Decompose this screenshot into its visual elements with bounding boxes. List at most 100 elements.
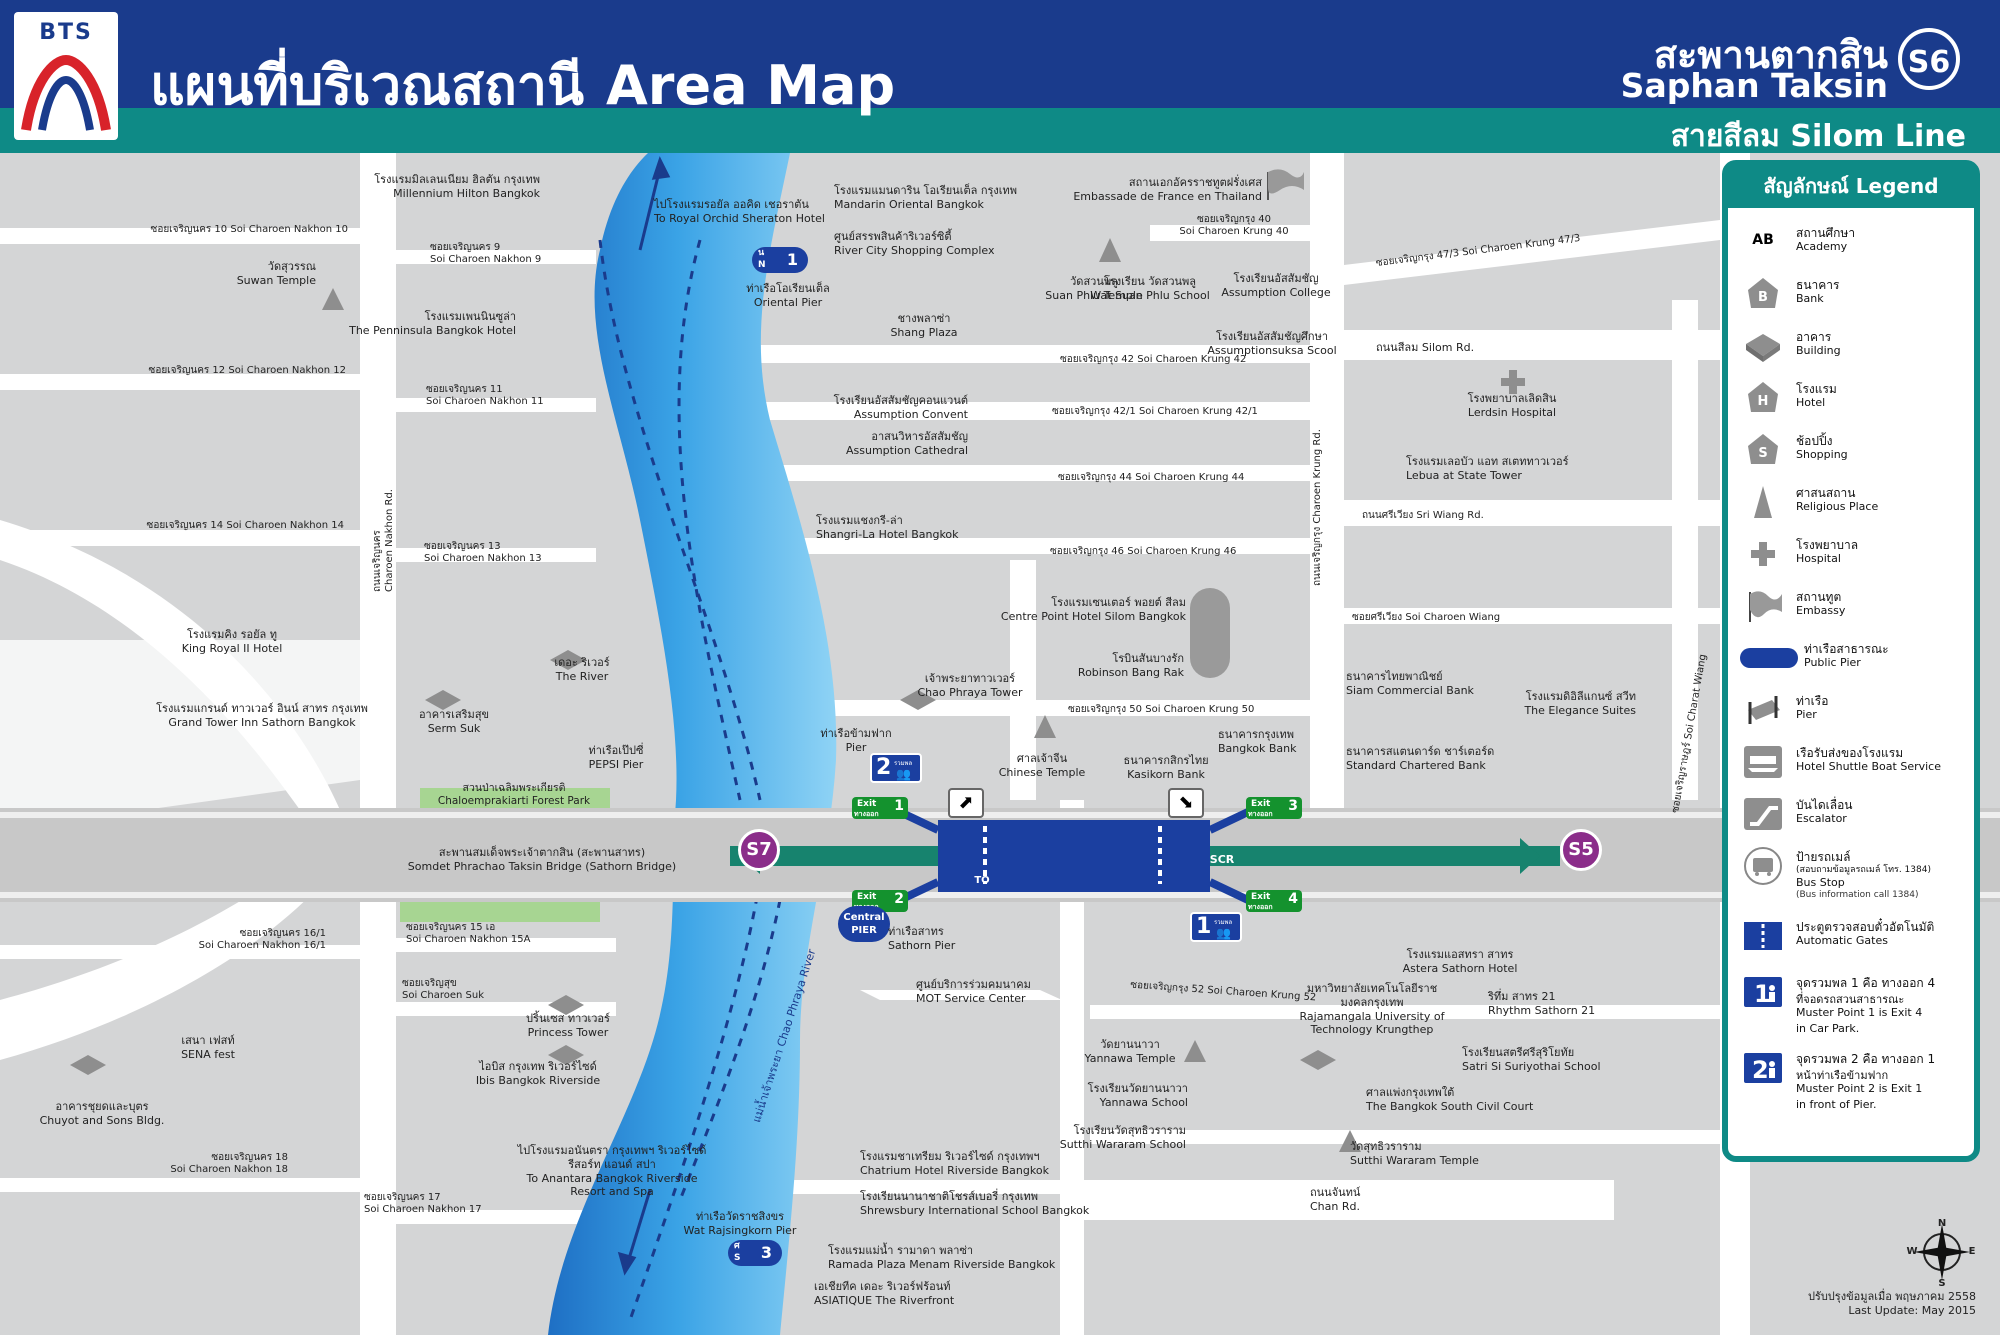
place-suan-phlu-temple[interactable]: วัดสวนพลูSuan Phlu Temple bbox=[1045, 275, 1142, 303]
road-soi-ck-44: ซอยเจริญกรุง 44 Soi Charoen Krung 44 bbox=[1058, 470, 1244, 485]
legend-th: ศาสนสถาน bbox=[1796, 486, 1856, 500]
place-th: โรงเรียนวัดยานนาวา bbox=[1087, 1082, 1188, 1095]
place-anantara-riverside[interactable]: ไปโรงแรมอนันตรา กรุงเทพฯ ริเวอร์ไซด์ รีส… bbox=[512, 1144, 712, 1199]
escalator-icon: ⬊ bbox=[1168, 788, 1204, 818]
place-en: Mandarin Oriental Bangkok bbox=[834, 197, 984, 211]
road-soi-cn-10: ซอยเจริญนคร 10 Soi Charoen Nakhon 10 bbox=[151, 222, 348, 237]
legend-th: ท่าเรือสาธารณะ bbox=[1804, 642, 1889, 656]
road-en: Soi Charoen Nakhon 9 bbox=[430, 254, 542, 265]
road-en: Soi Charoen Nakhon 10 bbox=[230, 224, 348, 235]
place-forest-park[interactable]: สวนป่าเฉลิมพระเกียรติChaloemprakiarti Fo… bbox=[438, 782, 590, 808]
place-pepsi-pier[interactable]: ท่าเรือเป๊ปซี่PEPSI Pier bbox=[589, 744, 644, 772]
place-chao-phraya-tower[interactable]: เจ้าพระยาทาวเวอร์Chao Phraya Tower bbox=[917, 672, 1022, 700]
legend-th: จุดรวมพล 1 คือ ทางออก 4 bbox=[1796, 976, 1936, 990]
south-lane-b bbox=[1090, 1130, 1730, 1144]
place-asiatique[interactable]: เอเชียทีค เดอะ ริเวอร์ฟร้อนท์ASIATIQUE T… bbox=[814, 1280, 954, 1308]
place-en: Sutthi Wararam Temple bbox=[1350, 1153, 1479, 1167]
legend-th: อาคาร bbox=[1796, 330, 1832, 344]
road-en: Sri Wiang Rd. bbox=[1416, 510, 1484, 521]
exit-1-badge[interactable]: Exit ทางออก 1 bbox=[852, 797, 908, 819]
place-en: The Bangkok South Civil Court bbox=[1366, 1099, 1534, 1113]
place-king-royal[interactable]: โรงแรมคิง รอยัล ทูKing Royal II Hotel bbox=[182, 628, 283, 656]
road-en: Soi Charoen Nakhon 15A bbox=[406, 934, 531, 945]
place-wat-suan-phlu-school[interactable]: โรงเรียน วัดสวนพลูWat Suan Phlu School bbox=[1090, 275, 1210, 303]
bts-logo: BTS bbox=[14, 12, 118, 140]
legend-item-pier: ท่าเรือ Pier bbox=[1738, 690, 1974, 738]
legend-en: Hospital bbox=[1796, 552, 1841, 565]
bts-logo-mark bbox=[21, 54, 111, 131]
line-bar bbox=[0, 108, 2000, 153]
place-sena-fest[interactable]: เสนา เฟสท์SENA fest bbox=[181, 1034, 235, 1062]
legend-th: ประตูตรวจสอบตั๋วอัตโนมัติ bbox=[1796, 920, 1935, 934]
compass-s: S bbox=[1938, 1278, 1946, 1289]
charoen-krung-road bbox=[1310, 153, 1344, 813]
place-river-city[interactable]: ศูนย์สรรพสินค้าริเวอร์ซิตี้River City Sh… bbox=[834, 230, 994, 258]
place-siam-commercial-bank[interactable]: ธนาคารไทยพาณิชย์Siam Commercial Bank bbox=[1346, 670, 1474, 698]
place-assumption-convent[interactable]: โรงเรียนอัสสัมชัญคอนแวนต์Assumption Conv… bbox=[834, 394, 968, 422]
place-ibis-riverside[interactable]: ไอบิส กรุงเทพ ริเวอร์ไซด์Ibis Bangkok Ri… bbox=[476, 1060, 600, 1088]
road-en: Soi Charoen Krung 46 bbox=[1127, 546, 1237, 557]
road-th: ถนนเจริญนคร bbox=[372, 530, 383, 592]
legend-th: สถานทูต bbox=[1796, 590, 1842, 604]
oriental-public-pier-n1[interactable]: น N 1 bbox=[752, 247, 808, 273]
next-station-s5-badge[interactable]: S5 bbox=[1560, 829, 1602, 871]
legend-en: Shopping bbox=[1796, 448, 1848, 461]
place-th: โรงแรมเลอบัว แอท สเตททาวเวอร์ bbox=[1406, 455, 1569, 468]
shuttle-boat-icon bbox=[1742, 742, 1784, 782]
wat-rajsingkorn-public-pier-s3[interactable]: ศ S 3 bbox=[728, 1240, 782, 1266]
place-south-civil-court[interactable]: ศาลแพ่งกรุงเทพใต้The Bangkok South Civil… bbox=[1366, 1086, 1533, 1114]
exit-4-badge[interactable]: Exit ทางออก 4 bbox=[1246, 890, 1302, 912]
legend-item-embassy: สถานทูต Embassy bbox=[1738, 586, 1974, 634]
place-th: โรงแรมแกรนด์ ทาวเวอร์ อินน์ สาทร กรุงเทพ bbox=[156, 702, 368, 715]
exit-3-badge[interactable]: Exit ทางออก 3 bbox=[1246, 797, 1302, 819]
place-lebua[interactable]: โรงแรมเลอบัว แอท สเตททาวเวอร์Lebua at St… bbox=[1406, 455, 1569, 483]
bts-logo-text: BTS bbox=[39, 20, 93, 45]
place-princess-tower[interactable]: ปริ้นเซส ทาวเวอร์Princess Tower bbox=[526, 1012, 610, 1040]
place-the-river[interactable]: เดอะ ริเวอร์The River bbox=[554, 656, 609, 684]
soi-ck-46 bbox=[757, 538, 1310, 554]
prev-station-s7-badge[interactable]: S7 bbox=[738, 829, 780, 871]
central-pier-badge[interactable]: Central PIER bbox=[838, 906, 890, 942]
place-grand-tower-inn[interactable]: โรงแรมแกรนด์ ทาวเวอร์ อินน์ สาทร กรุงเทพ… bbox=[156, 702, 368, 730]
